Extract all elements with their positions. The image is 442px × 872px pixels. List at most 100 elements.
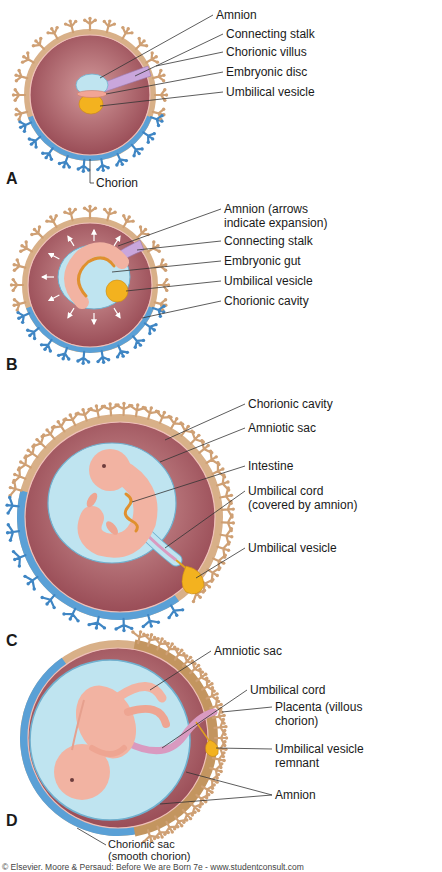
villus-tip (103, 208, 106, 211)
villus-tip (57, 354, 60, 357)
part-label: Embryonic disc (226, 65, 307, 79)
part-label: Connecting stalk (224, 234, 313, 248)
villus-tip (24, 240, 27, 243)
villus-tip (230, 535, 233, 538)
villus-tip (108, 402, 111, 405)
expansion-arrow (68, 308, 74, 318)
part-label: Chorionic villus (226, 45, 307, 59)
chorionic-villus (133, 336, 143, 347)
chorionic-villus (65, 209, 75, 220)
villus-tip (163, 832, 166, 835)
chorionic-villus (33, 38, 44, 49)
expansion-arrow (49, 295, 59, 301)
chorionic-villus (181, 423, 194, 435)
villus-tip (165, 93, 168, 96)
chorionic-villus (165, 822, 178, 834)
villus-tip (130, 31, 133, 34)
chorionic-villus (32, 227, 43, 238)
villus-tip (121, 26, 124, 29)
villus-tip (58, 162, 61, 165)
villus-tip (148, 332, 151, 335)
part-label: Amnion (216, 8, 257, 22)
villus-tip (171, 830, 174, 833)
part-label: Chorionic cavity (224, 294, 309, 308)
villus-tip (56, 420, 59, 423)
part-label: Intestine (248, 459, 293, 473)
fetus-leg (128, 709, 166, 724)
part-label: Embryonic gut (224, 254, 301, 268)
villus-tip (165, 278, 168, 281)
villus-tip (69, 617, 72, 620)
chorionic-villus (214, 719, 225, 734)
villus-tip (96, 168, 99, 171)
villus-tip (152, 240, 155, 243)
expansion-arrows (42, 230, 120, 324)
villus-tip (232, 521, 235, 524)
villus-tip (163, 411, 166, 414)
panel-letter: B (6, 356, 18, 374)
villus-tip (185, 654, 188, 657)
villus-tip (12, 93, 15, 96)
villus-tip (175, 614, 178, 617)
villus-tip (13, 269, 16, 272)
chorionic-villus (8, 525, 19, 541)
villus-tip (219, 703, 222, 706)
eye (102, 464, 106, 468)
leader-line (126, 281, 221, 291)
chorionic-villus (64, 413, 78, 425)
villus-tip (150, 51, 153, 54)
villus-tip (13, 298, 16, 301)
villus-tip (216, 776, 219, 779)
villus-tip (162, 74, 165, 77)
chorionic-villus (42, 426, 54, 438)
villus-tip (87, 623, 90, 626)
villus-tip (207, 444, 210, 447)
villus-tip (94, 206, 97, 209)
leader-line (162, 690, 247, 748)
villus-tip (7, 523, 10, 526)
villus-tip (44, 156, 47, 159)
villus-tip (162, 108, 165, 111)
villus-tip (76, 359, 79, 362)
villus-tip (198, 805, 201, 808)
part-label: Umbilical vesicle remnant (275, 742, 375, 770)
villus-tip (217, 773, 220, 776)
villus-tip (193, 662, 196, 665)
villus-tip (87, 408, 90, 411)
villus-tip (15, 258, 18, 261)
embryo-a (76, 66, 151, 114)
villus-tip (81, 362, 84, 365)
villus-tip (15, 79, 18, 82)
leader-line (160, 795, 272, 804)
villus-tip (197, 809, 200, 812)
villus-tip (161, 258, 164, 261)
villus-tip (126, 351, 129, 354)
part-label: Chorionic sac (smooth chorion) (108, 838, 208, 862)
villus-tip (230, 513, 233, 516)
villus-tip (203, 589, 206, 592)
villus-tip (145, 44, 148, 47)
villus-tip (13, 99, 16, 102)
chorionic-villus (25, 576, 37, 589)
chorionic-cavity (30, 35, 150, 155)
villus-tip (162, 305, 165, 308)
part-label: Umbilical vesicle (224, 274, 313, 288)
villus-tip (39, 37, 42, 40)
villus-tip (64, 22, 67, 25)
limb-bud (85, 491, 100, 509)
villus-tip (83, 206, 86, 209)
chorionic-sacs (5, 17, 235, 844)
villus-tip (164, 298, 167, 301)
villus-tip (34, 145, 37, 148)
chorionic-villi (5, 17, 235, 844)
villus-tip (216, 574, 219, 577)
chorionic-villus (7, 498, 18, 514)
villus-tip (33, 587, 36, 590)
villus-tip (230, 527, 233, 530)
villus-tip (87, 360, 90, 363)
chorionic-villus (33, 435, 45, 447)
villus-tip (121, 354, 124, 357)
panel-letter: C (6, 632, 18, 650)
villus-tip (52, 606, 55, 609)
chorionic-villus (175, 816, 187, 828)
